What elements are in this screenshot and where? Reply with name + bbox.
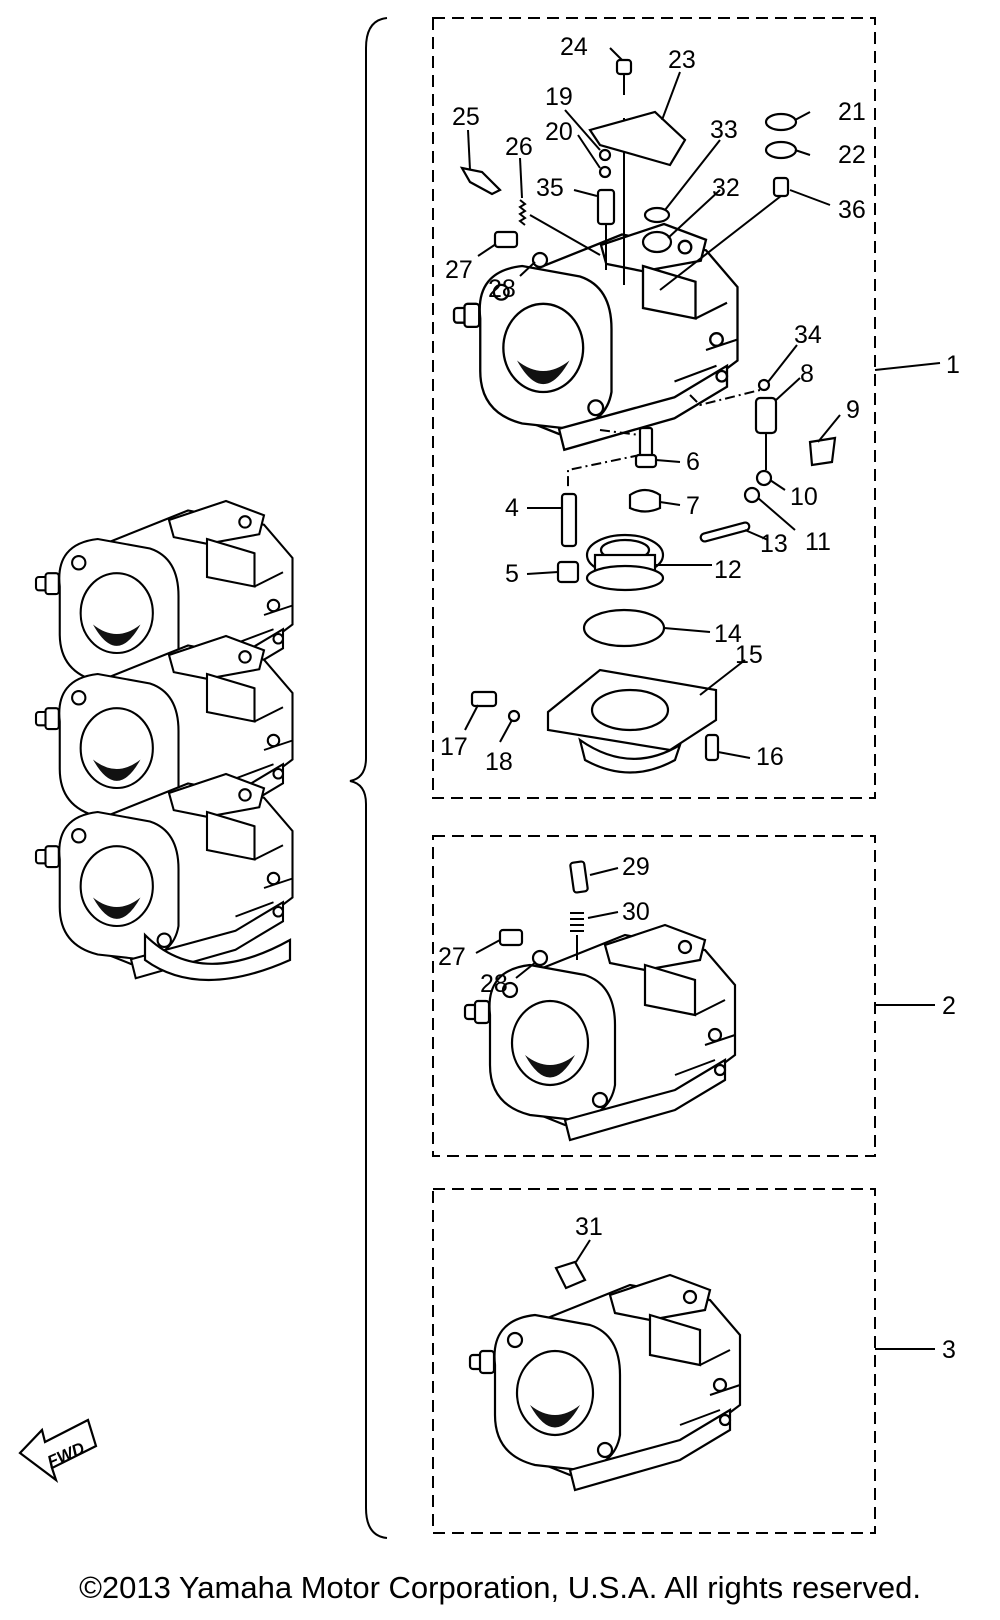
callout-16: 16 [756, 743, 784, 771]
callout-31: 31 [575, 1213, 603, 1241]
callout-11: 11 [805, 528, 831, 556]
callout-4: 4 [505, 494, 519, 522]
callout-9: 9 [846, 396, 860, 424]
callout-7: 7 [686, 492, 700, 520]
callout-12: 12 [714, 556, 742, 584]
callout-5: 5 [505, 560, 519, 588]
callout-13: 13 [760, 530, 788, 558]
callout-20: 20 [545, 118, 573, 146]
group-3-box [432, 1188, 876, 1534]
callout-19: 19 [545, 83, 573, 111]
callout-30: 30 [622, 898, 650, 926]
callout-27: 27 [445, 256, 473, 284]
carburetor-stack [34, 499, 294, 981]
callout-27b: 27 [438, 943, 466, 971]
callout-36: 36 [838, 196, 866, 224]
callout-10: 10 [790, 483, 818, 511]
callout-29: 29 [622, 853, 650, 881]
callout-8: 8 [800, 360, 814, 388]
callout-23: 23 [668, 46, 696, 74]
callout-25: 25 [452, 103, 480, 131]
callout-18: 18 [485, 748, 513, 776]
callout-26: 26 [505, 133, 533, 161]
callout-21: 21 [838, 98, 866, 126]
callout-35: 35 [536, 174, 564, 202]
callout-32: 32 [712, 174, 740, 202]
callout-14: 14 [714, 620, 742, 648]
callout-34: 34 [794, 321, 822, 349]
fwd-arrow: FWD [18, 1418, 98, 1483]
copyright-notice: ©2013 Yamaha Motor Corporation, U.S.A. A… [79, 1570, 921, 1605]
callout-6: 6 [686, 448, 700, 476]
group-label-2: 2 [942, 992, 956, 1020]
callout-33: 33 [710, 116, 738, 144]
callout-22: 22 [838, 141, 866, 169]
callout-28b: 28 [480, 970, 508, 998]
group-2-box [432, 835, 876, 1157]
callout-15: 15 [735, 641, 763, 669]
group-1-box [432, 17, 876, 799]
callout-24: 24 [560, 33, 588, 61]
group-label-1: 1 [946, 351, 960, 379]
group-label-3: 3 [942, 1336, 956, 1364]
callout-28: 28 [488, 275, 516, 303]
group-bracket [349, 17, 388, 1539]
callout-17: 17 [440, 733, 468, 761]
